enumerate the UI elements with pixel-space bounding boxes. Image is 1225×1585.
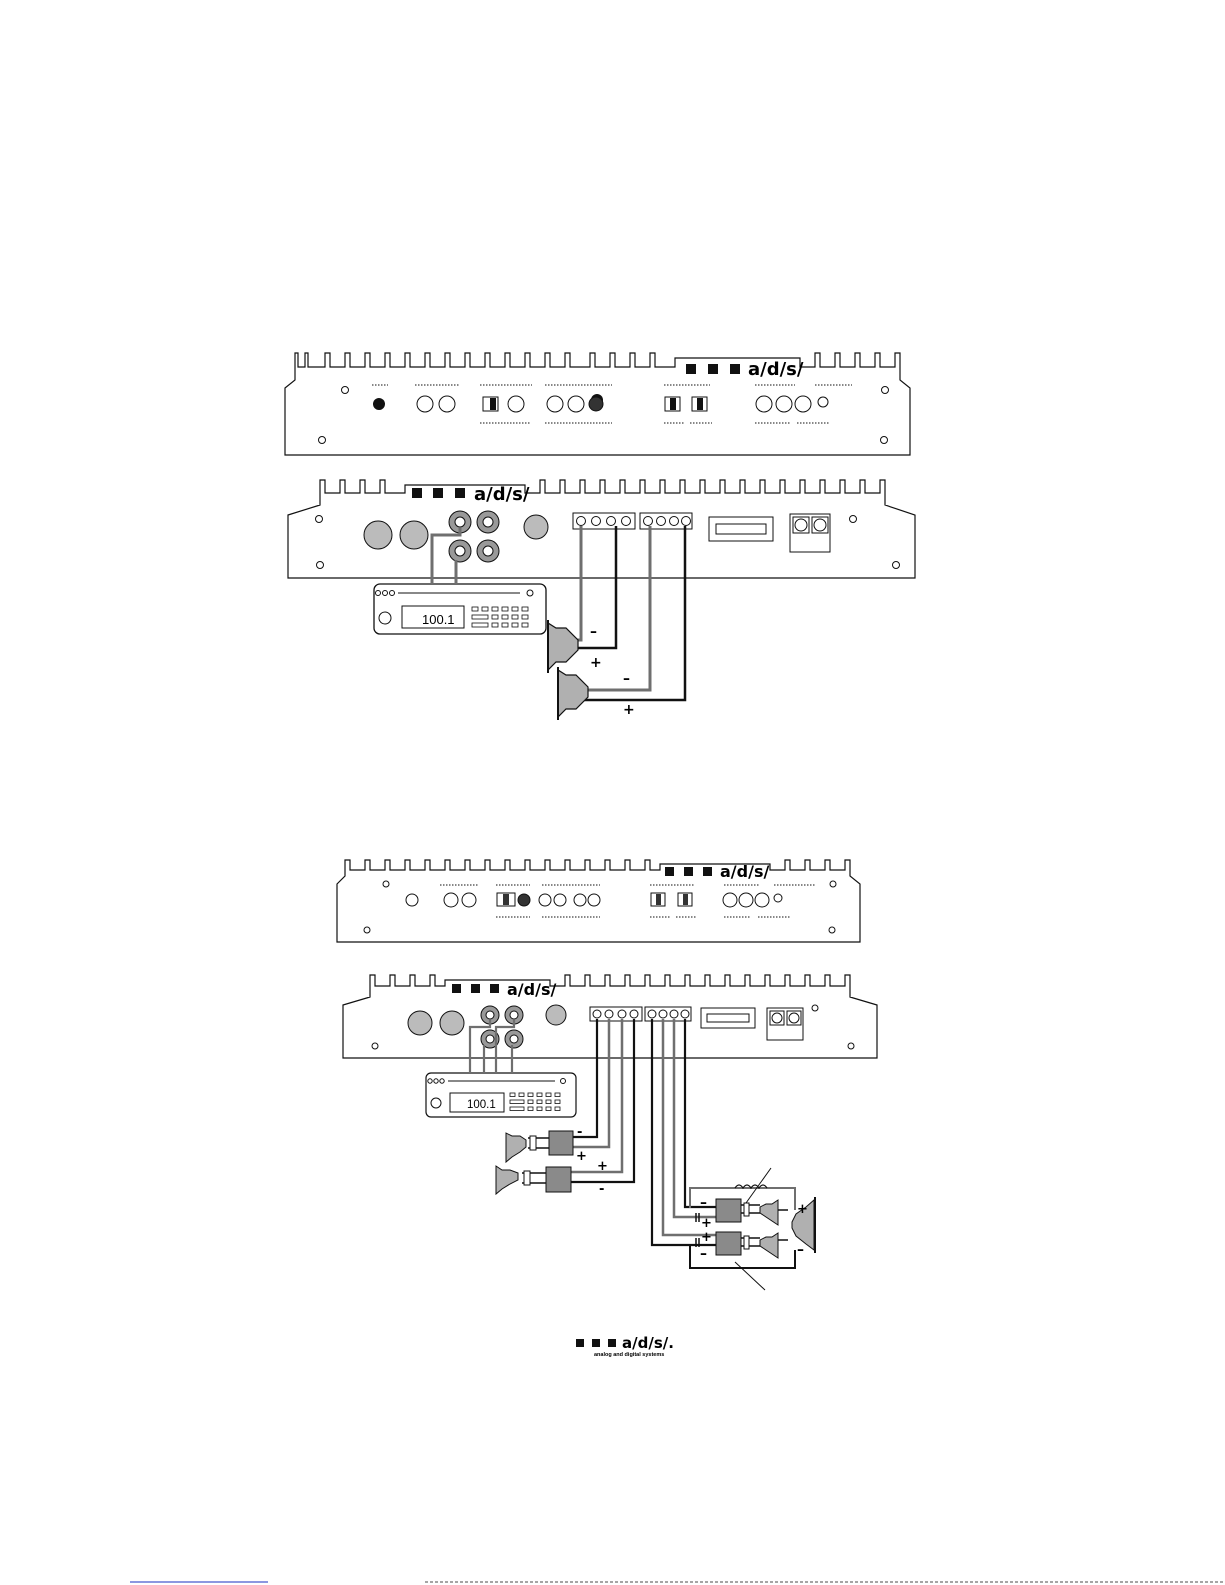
diagram-1: a/d/s/ xyxy=(285,353,915,720)
speaker-icon xyxy=(506,1133,526,1162)
trim-knob-icon xyxy=(539,894,551,906)
diagram-2: a/d/s/ xyxy=(337,860,877,1290)
plus-sign: + xyxy=(623,702,635,718)
trim-knob-icon xyxy=(589,397,603,411)
amp-connection-panel-1: a/d/s/ xyxy=(288,480,915,578)
crossover-module-icon xyxy=(716,1199,741,1222)
trim-knob-icon xyxy=(518,894,530,906)
amp-control-panel-2: a/d/s/ xyxy=(337,860,860,942)
footer-tagline: analog and digital systems xyxy=(594,1352,664,1358)
car-radio-icon: 100.1 xyxy=(374,584,546,634)
plus-sign: + xyxy=(590,655,602,671)
trim-knob-icon xyxy=(574,894,586,906)
trim-knob-icon xyxy=(406,894,418,906)
trim-knob-icon xyxy=(818,397,828,407)
crossover-module-icon xyxy=(546,1167,571,1192)
speaker-icon xyxy=(496,1166,518,1194)
brand-logo: a/d/s/ xyxy=(748,359,804,380)
din-socket-icon xyxy=(524,515,548,539)
trim-knob-icon xyxy=(439,396,455,412)
brand-logo: a/d/s/ xyxy=(507,980,556,999)
trim-knob-icon xyxy=(739,893,753,907)
plus-sign: + xyxy=(597,1159,608,1174)
trim-knob-icon xyxy=(756,396,772,412)
trim-knob-icon xyxy=(568,396,584,412)
plus-sign: + xyxy=(797,1202,808,1217)
speaker-icon xyxy=(760,1233,778,1258)
plus-sign: + xyxy=(701,1216,712,1231)
trim-knob-icon xyxy=(774,894,782,902)
trim-knob-icon xyxy=(588,894,600,906)
logo-square-icon xyxy=(703,867,712,876)
crossover-module-icon xyxy=(549,1131,573,1155)
din-socket-icon xyxy=(440,1011,464,1035)
callout-line xyxy=(735,1262,765,1290)
logo-square-icon xyxy=(684,867,693,876)
logo-square-icon xyxy=(686,364,696,374)
din-socket-icon xyxy=(408,1011,432,1035)
trim-knob-icon xyxy=(508,396,524,412)
trim-knob-icon xyxy=(776,396,792,412)
radio-frequency-display: 100.1 xyxy=(422,612,455,627)
logo-square-icon xyxy=(433,488,443,498)
footer-logo: a/d/s/. analog and digital systems xyxy=(576,1334,674,1358)
logo-square-icon xyxy=(708,364,718,374)
din-socket-icon xyxy=(400,521,428,549)
crossover-module-icon xyxy=(716,1232,741,1255)
speaker-icon xyxy=(760,1200,778,1225)
amp-control-panel-1: a/d/s/ xyxy=(285,353,910,455)
minus-sign: – xyxy=(623,671,630,687)
logo-square-icon xyxy=(576,1339,584,1347)
footer-logo-text: a/d/s/. xyxy=(622,1334,674,1352)
callout-line xyxy=(746,1168,771,1203)
logo-square-icon xyxy=(452,984,461,993)
trim-knob-icon xyxy=(462,893,476,907)
minus-sign: – xyxy=(590,624,597,640)
minus-sign: – xyxy=(700,1246,707,1262)
trim-knob-icon xyxy=(795,396,811,412)
car-radio-icon: 100.1 xyxy=(426,1073,576,1117)
radio-frequency-display: 100.1 xyxy=(467,1099,496,1111)
trim-knob-icon xyxy=(755,893,769,907)
din-socket-icon xyxy=(546,1005,566,1025)
trim-knob-icon xyxy=(417,396,433,412)
din-socket-icon xyxy=(364,521,392,549)
plus-sign: + xyxy=(701,1230,712,1245)
logo-square-icon xyxy=(665,867,674,876)
logo-square-icon xyxy=(730,364,740,374)
trim-knob-icon xyxy=(554,894,566,906)
logo-square-icon xyxy=(412,488,422,498)
logo-square-icon xyxy=(608,1339,616,1347)
logo-square-icon xyxy=(471,984,480,993)
speaker-icon xyxy=(548,620,578,673)
trim-knob-icon xyxy=(444,893,458,907)
minus-sign: – xyxy=(797,1242,804,1258)
brand-logo: a/d/s/ xyxy=(720,862,769,881)
trim-knob-icon xyxy=(547,396,563,412)
logo-square-icon xyxy=(490,984,499,993)
brand-logo: a/d/s/ xyxy=(474,484,530,505)
gain-led-icon xyxy=(373,398,385,410)
logo-square-icon xyxy=(455,488,465,498)
logo-square-icon xyxy=(592,1339,600,1347)
trim-knob-icon xyxy=(723,893,737,907)
minus-sign: – xyxy=(700,1195,707,1211)
speaker-icon xyxy=(558,667,588,720)
minus-sign: - xyxy=(577,1125,582,1140)
plus-sign: + xyxy=(576,1149,587,1164)
minus-sign: - xyxy=(599,1182,604,1197)
